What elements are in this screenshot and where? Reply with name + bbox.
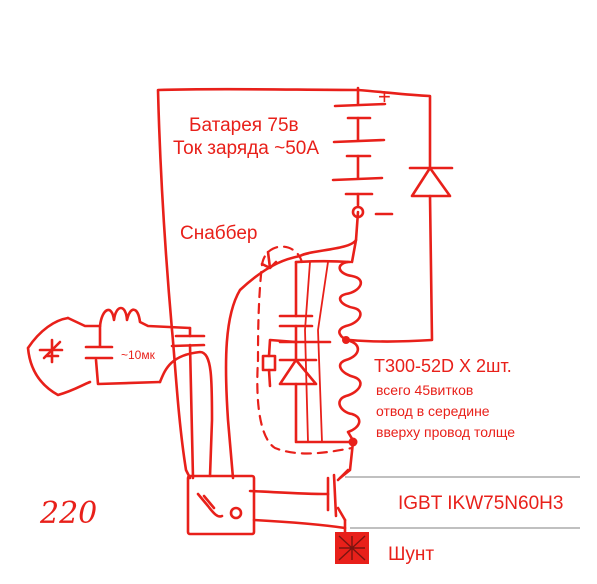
wire-mains-bottom-to-driver xyxy=(188,326,195,480)
battery-symbol xyxy=(331,86,387,207)
battery-label: Батарея 75в xyxy=(189,115,299,136)
wire-battery-outer xyxy=(156,87,360,480)
shunt-symbol xyxy=(335,532,369,564)
wire-snubber-resistor xyxy=(267,338,298,388)
output-capacitor-symbol xyxy=(170,334,206,348)
battery-plus-label: + xyxy=(378,84,391,109)
snubber-capacitor-symbol xyxy=(278,314,314,328)
wire-mains-cap xyxy=(94,324,162,386)
igbt-label: IGBT IKW75N60H3 xyxy=(398,493,563,514)
wire-mains-left xyxy=(26,316,92,397)
input-capacitor-symbol xyxy=(84,345,114,360)
snubber-arrow xyxy=(260,250,278,270)
freewheel-diode-symbol xyxy=(408,166,454,198)
capacitor-value-label: ~10мк xyxy=(121,348,156,362)
shunt-label: Шунт xyxy=(388,544,434,565)
wire-snubber xyxy=(278,260,355,444)
driver-optocoupler-mark xyxy=(196,492,243,520)
wire-battery-to-coil xyxy=(224,210,360,480)
thick-wire-label: вверху провод толще xyxy=(376,424,515,440)
transformer-core xyxy=(304,261,329,443)
input-choke-coil xyxy=(98,306,192,330)
wire-to-coil-top xyxy=(350,238,358,264)
transformer-coil xyxy=(338,260,363,444)
snubber-diode-symbol xyxy=(278,358,318,386)
driver-box xyxy=(186,474,256,536)
wire-igbt-gate xyxy=(248,489,330,496)
tap-label: отвод в середине xyxy=(376,403,490,419)
mains-voltage-label: 220 xyxy=(39,496,97,531)
wire-mains-top xyxy=(66,316,102,328)
snubber-resistor-symbol xyxy=(261,354,277,372)
wire-mains-right-to-driver xyxy=(158,350,214,478)
wire-core-top xyxy=(294,259,352,264)
snubber-label: Снаббер xyxy=(180,223,257,244)
turns-label: всего 45витков xyxy=(376,382,473,398)
transformer-label: Т300-52D X 2шт. xyxy=(374,356,512,376)
wire-driver-to-shunt xyxy=(252,518,347,530)
charge-current-label: Ток заряда ~50А xyxy=(173,138,319,159)
wire-right-branch xyxy=(348,88,434,343)
mains-bridge-symbol xyxy=(38,338,64,364)
node-center-tap xyxy=(342,336,350,344)
